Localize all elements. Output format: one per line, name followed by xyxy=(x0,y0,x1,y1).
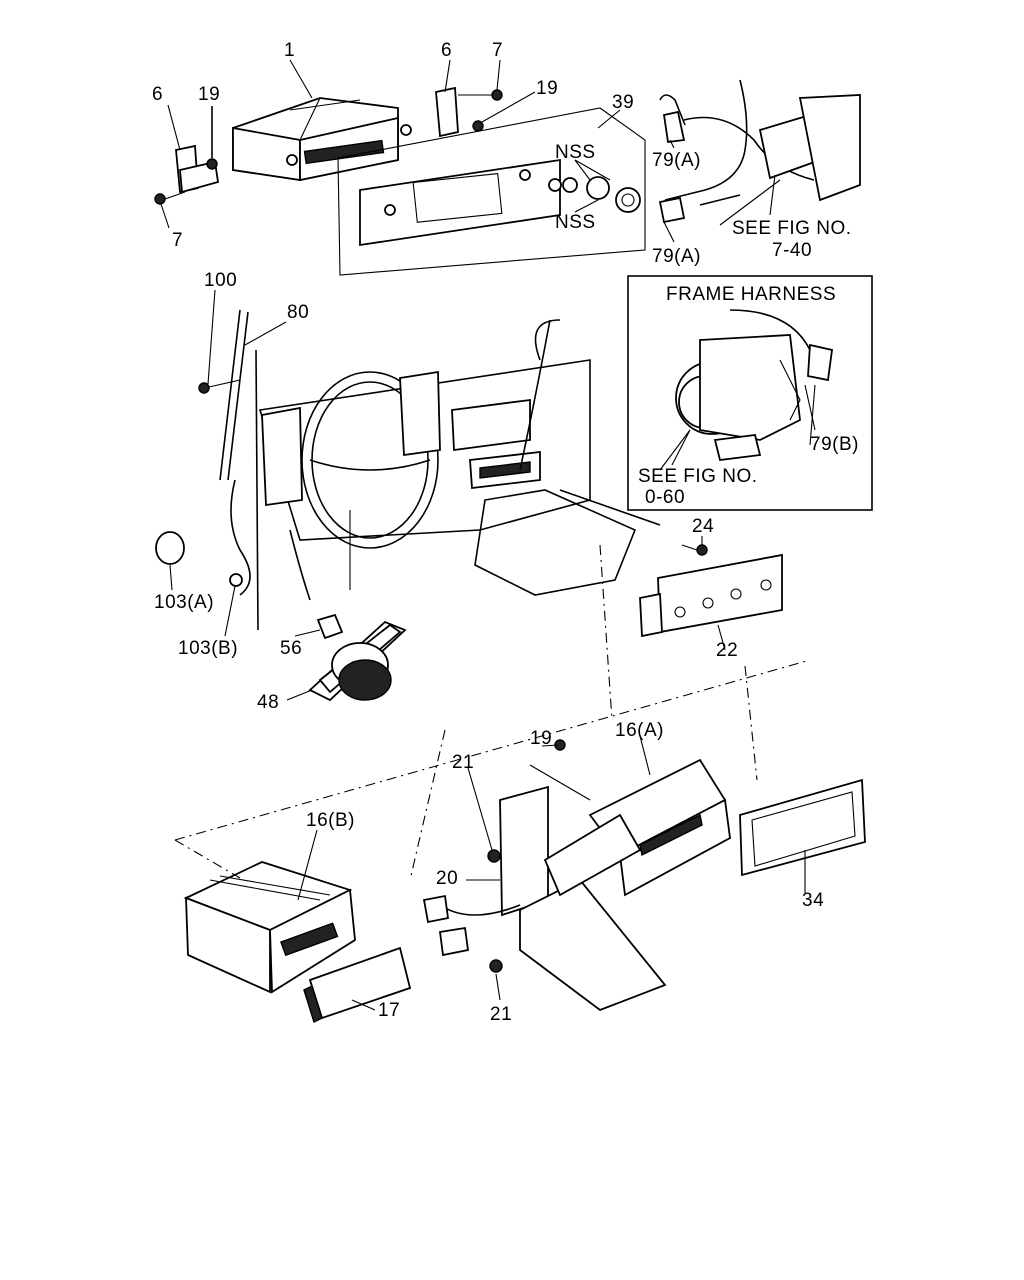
frame-harness-label: FRAME HARNESS xyxy=(666,284,836,305)
faceplate-17 xyxy=(303,946,412,1023)
see-fig-7-40-line2: 7-40 xyxy=(772,240,812,261)
radio-unit-1 xyxy=(232,97,412,182)
callout-19-right: 19 xyxy=(536,78,558,99)
callout-103b: 103(B) xyxy=(178,638,238,659)
callout-39: 39 xyxy=(612,92,634,113)
callout-20: 20 xyxy=(436,868,458,889)
callout-nss-bottom: NSS xyxy=(555,212,596,233)
see-fig-0-60-line1: SEE FIG NO. xyxy=(638,466,758,487)
callout-80: 80 xyxy=(287,302,309,323)
radio-16b xyxy=(183,861,356,994)
see-fig-7-40-line1: SEE FIG NO. xyxy=(732,218,852,239)
callout-79b: 79(B) xyxy=(810,434,859,455)
see-fig-0-60-line2: 0-60 xyxy=(645,487,685,508)
callout-19-bottom: 19 xyxy=(530,728,552,749)
callout-pointers xyxy=(160,59,816,1011)
callout-22: 22 xyxy=(716,640,738,661)
bracket-6-right xyxy=(435,86,503,138)
antenna-connector-group xyxy=(658,79,861,226)
leader-lines xyxy=(174,544,811,881)
callout-56: 56 xyxy=(280,638,302,659)
callout-21-top: 21 xyxy=(452,752,474,773)
callout-24: 24 xyxy=(692,516,714,537)
plate-22 xyxy=(639,544,783,638)
callout-48: 48 xyxy=(257,692,279,713)
callout-100: 100 xyxy=(204,270,237,291)
callout-34: 34 xyxy=(802,890,824,911)
bracket-20 xyxy=(422,739,667,1012)
callout-nss-top: NSS xyxy=(555,142,596,163)
speaker-48 xyxy=(308,613,407,702)
bracket-6-left xyxy=(154,106,220,205)
callout-16b: 16(B) xyxy=(306,810,355,831)
callout-16a: 16(A) xyxy=(615,720,664,741)
callout-103a: 103(A) xyxy=(154,592,214,613)
callout-labels: 1 6 19 7 6 7 19 39 NSS NSS 79(A) 79(A) S… xyxy=(152,40,859,1025)
bezel-39-panel xyxy=(337,107,646,276)
callout-17: 17 xyxy=(378,1000,400,1021)
callout-6-right: 6 xyxy=(441,40,452,61)
callout-7-right: 7 xyxy=(492,40,503,61)
antenna-80 xyxy=(155,309,259,631)
callout-79a-top: 79(A) xyxy=(652,150,701,171)
callout-1: 1 xyxy=(284,40,295,61)
callout-21-bottom: 21 xyxy=(490,1004,512,1025)
callout-7-left: 7 xyxy=(172,230,183,251)
trim-34 xyxy=(739,778,866,877)
callout-79a-bottom: 79(A) xyxy=(652,246,701,267)
dashboard-overview xyxy=(258,319,661,601)
frame-harness-inset xyxy=(627,275,873,511)
callout-19-left: 19 xyxy=(198,84,220,105)
callout-6-left: 6 xyxy=(152,84,163,105)
